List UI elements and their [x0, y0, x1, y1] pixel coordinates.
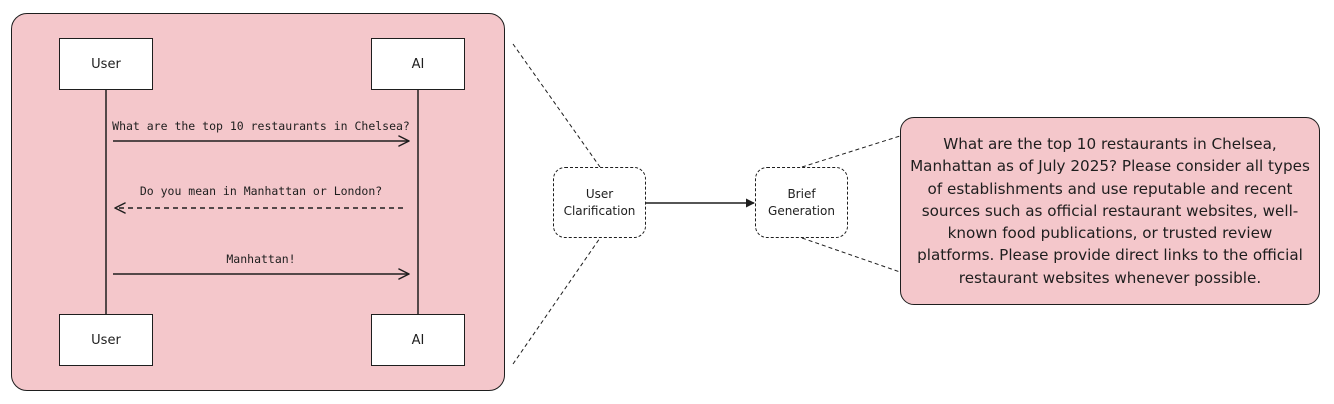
- brief-line: known food publications, or trusted revi…: [947, 224, 1273, 243]
- brief-line: sources such as official restaurant webs…: [921, 201, 1299, 220]
- actor-ai-bottom: AI: [371, 314, 465, 366]
- generated-brief-text: What are the top 10 restaurants in Chels…: [910, 133, 1310, 288]
- message-label-2: Do you mean in Manhattan or London?: [139, 184, 383, 198]
- brief-line: of establishments and use reputable and …: [927, 179, 1293, 198]
- message-label-3: Manhattan!: [226, 252, 296, 266]
- brief-callout-line-bottom: [801, 237, 901, 273]
- actor-ai-top: AI: [371, 38, 465, 90]
- message-label-1: What are the top 10 restaurants in Chels…: [112, 119, 410, 133]
- callout-line-bottom: [512, 237, 601, 365]
- actor-user-bottom: User: [59, 314, 153, 366]
- brief-line: platforms. Please provide direct links t…: [917, 246, 1303, 265]
- generated-brief-panel: What are the top 10 restaurants in Chels…: [900, 117, 1320, 305]
- brief-line: restaurant websites whenever possible.: [958, 268, 1262, 287]
- actor-user-top: User: [59, 38, 153, 90]
- brief-line: What are the top 10 restaurants in Chels…: [943, 135, 1277, 154]
- brief-line: Manhattan as of July 2025? Please consid…: [910, 157, 1310, 176]
- brief-callout-line-top: [801, 135, 901, 168]
